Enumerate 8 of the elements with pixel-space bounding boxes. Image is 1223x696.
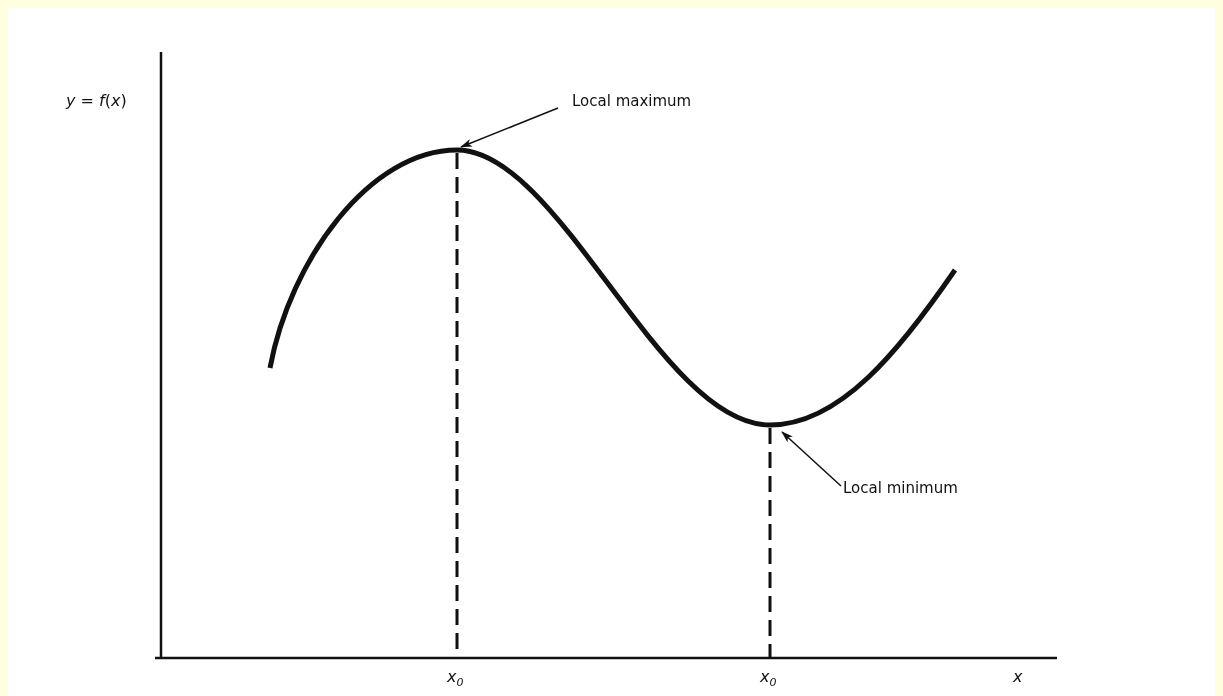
axis-tick-label: x$_{0}$ [760, 668, 777, 692]
callout-label: Local maximum [572, 92, 692, 110]
axis-tick-label: x$_{0}$ [447, 668, 464, 692]
axis-tick-label: x [1013, 668, 1023, 686]
leader-arrow [460, 107, 559, 148]
callout-label: Local minimum [843, 479, 958, 497]
axis-label: y = f(x) [66, 92, 127, 110]
leader-arrow [781, 431, 842, 487]
